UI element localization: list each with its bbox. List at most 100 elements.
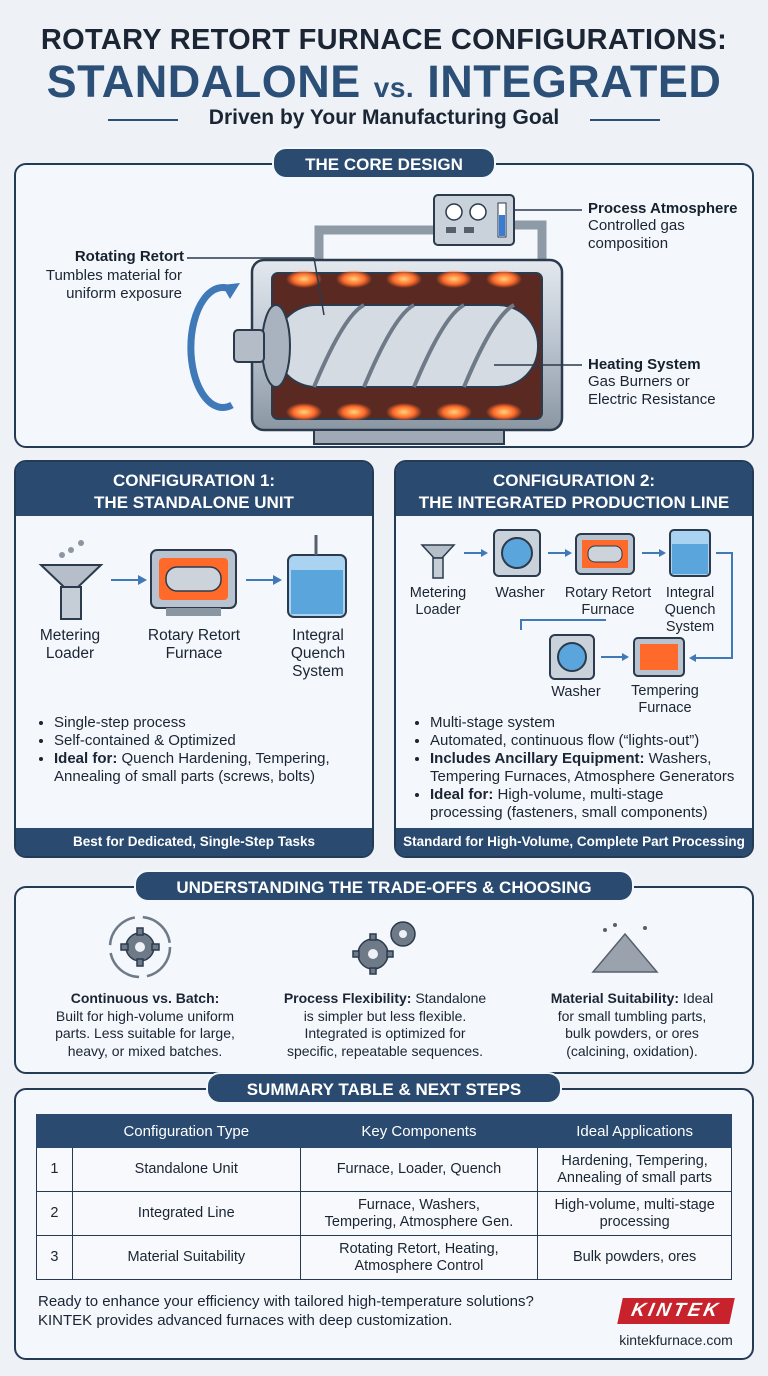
tempering-furnace-icon — [633, 637, 685, 677]
step-label: Rotary Retort — [147, 627, 241, 644]
bullet-text: Washers, — [644, 750, 712, 767]
title-standalone: STANDALONE — [46, 56, 361, 107]
step-label: Metering — [39, 627, 101, 644]
col-type: Configuration Type — [71, 1114, 301, 1148]
config2-step-washer-2: Washer — [551, 684, 601, 700]
tradeoffs-heading: UNDERSTANDING THE TRADE-OFFS & CHOOSING — [134, 870, 634, 902]
cell-line: Furnace, Loader, Quench — [336, 1161, 502, 1177]
bullet: Ideal for: Quench Hardening, Tempering,A… — [54, 750, 366, 786]
row-type: Standalone Unit — [71, 1147, 301, 1192]
loader-icon — [38, 540, 104, 620]
furnace-icon — [150, 549, 237, 616]
retort-title: Rotating Retort — [74, 248, 184, 265]
tradeoff-line: Standalone — [411, 990, 487, 1006]
subtitle: Driven by Your Manufacturing Goal — [208, 106, 560, 129]
retort-callout: Rotating Retort — [66, 248, 184, 265]
step-label: Metering — [409, 585, 467, 601]
step-label: Quench — [290, 645, 346, 662]
step-label: Integral — [665, 585, 715, 601]
bullet-text: Annealing of small parts (screws, bolts) — [54, 768, 315, 785]
bullet-text: High-volume, multi-stage — [493, 786, 664, 803]
heating-callout: Heating System Gas Burners or Electric R… — [588, 356, 748, 409]
call-to-action: Ready to enhance your efficiency with ta… — [38, 1292, 598, 1330]
cell-line: processing — [599, 1213, 670, 1230]
subtitle-rule-left — [108, 119, 178, 121]
step-label: Loader — [415, 602, 461, 618]
quench-tank-icon — [287, 535, 347, 618]
furnace-illustration — [187, 194, 582, 445]
quench-tank-icon — [669, 529, 711, 577]
cell-line: Annealing of small parts — [557, 1169, 712, 1186]
cell-line: Rotating Retort, Heating, — [339, 1240, 499, 1257]
heating-desc-line: Electric Resistance — [588, 391, 716, 408]
config1-header-line: CONFIGURATION 1: — [112, 471, 276, 490]
config1-header-line: THE STANDALONE UNIT — [94, 493, 294, 512]
step-label: Quench — [664, 602, 716, 618]
retort-desc-line: Tumbles material for — [45, 267, 182, 284]
config1-panel — [14, 460, 374, 858]
bullet-bold: Ideal for: — [430, 786, 494, 803]
config2-footer: Standard for High-Volume, Complete Part … — [396, 828, 752, 856]
cell-line: Tempering, Atmosphere Gen. — [324, 1213, 514, 1230]
cell-line: Hardening, Tempering, — [561, 1152, 708, 1169]
gears-icon — [352, 921, 416, 975]
tradeoff-line: Built for high-volume uniform — [55, 1007, 235, 1024]
row-applications: Bulk powders, ores — [537, 1235, 732, 1280]
bullet-text: Tempering Furnaces, Atmosphere Generator… — [430, 768, 735, 785]
title-vs: vs. — [373, 72, 415, 103]
bullet: Single-step process — [54, 714, 366, 732]
step-label: Loader — [45, 645, 95, 662]
config2-step-furnace: Rotary Retort Furnace — [560, 585, 656, 619]
step-label: Rotary Retort — [564, 585, 652, 601]
tradeoff-line: bulk powders, or ores — [565, 1025, 699, 1041]
config2-step-washer: Washer — [495, 585, 545, 601]
tradeoff-line: (calcining, oxidation). — [566, 1042, 698, 1059]
washer-icon — [549, 634, 595, 680]
step-label: System — [665, 619, 715, 635]
config1-header: CONFIGURATION 1: THE STANDALONE UNIT — [16, 462, 372, 516]
title-line-2: STANDALONE vs. INTEGRATED — [0, 56, 768, 108]
title-integrated: INTEGRATED — [427, 56, 722, 107]
tradeoff-line: Integrated is optimized for — [304, 1025, 466, 1041]
step-label: Furnace — [165, 645, 223, 662]
config2-bullets: Multi-stage system Automated, continuous… — [412, 714, 752, 822]
col-num — [36, 1114, 73, 1148]
config1-step-quench: Integral Quench System — [270, 627, 366, 681]
retort-desc-line: uniform exposure — [66, 285, 182, 302]
row-type: Material Suitability — [71, 1235, 301, 1280]
config1-bullets: Single-step process Self-contained & Opt… — [36, 714, 366, 786]
config2-header: CONFIGURATION 2: THE INTEGRATED PRODUCTI… — [396, 462, 752, 516]
cell-line: Atmosphere Control — [354, 1257, 484, 1274]
website-link[interactable]: kintekfurnace.com — [619, 1332, 733, 1348]
config1-step-furnace: Rotary Retort Furnace — [130, 627, 258, 663]
row-components: Furnace, Washers,Tempering, Atmosphere G… — [299, 1191, 539, 1236]
tradeoff-title: Material Suitability: — [550, 990, 680, 1006]
gear-cycle-icon — [108, 915, 172, 979]
bullet-bold: Includes Ancillary Equipment: — [430, 750, 645, 767]
furnace-icon — [575, 533, 635, 575]
bullet: Includes Ancillary Equipment: Washers,Te… — [430, 750, 752, 786]
table-header-row: Configuration Type Key Components Ideal … — [36, 1114, 732, 1148]
config1-flow-diagram — [38, 535, 347, 620]
summary-heading: SUMMARY TABLE & NEXT STEPS — [206, 1072, 562, 1104]
loader-icon — [420, 544, 456, 579]
config2-step-tempering: Tempering Furnace — [620, 683, 710, 717]
tradeoff-title: Continuous vs. Batch: — [70, 990, 220, 1006]
bullet-bold: Ideal for: — [54, 750, 118, 767]
table-row: 3 Material Suitability Rotating Retort, … — [36, 1235, 732, 1280]
config2-header-line: THE INTEGRATED PRODUCTION LINE — [418, 493, 730, 512]
tradeoff-line: for small tumbling parts, — [557, 1007, 707, 1024]
step-label: Furnace — [581, 602, 635, 618]
cell-line: Furnace, Washers, — [357, 1196, 480, 1213]
atmosphere-desc-line: composition — [588, 235, 669, 252]
atmosphere-title: Process Atmosphere — [588, 200, 738, 217]
bullet: Ideal for: High-volume, multi-stageproce… — [430, 786, 752, 822]
tradeoff-flexibility: Process Flexibility: Standalone is simpl… — [270, 990, 500, 1060]
config2-flow-diagram — [420, 529, 733, 680]
atmosphere-callout: Process Atmosphere Controlled gas compos… — [588, 200, 748, 253]
bullet-text: processing (fasteners, small components) — [430, 804, 708, 821]
atmosphere-desc-line: Controlled gas — [588, 217, 685, 234]
step-label: System — [292, 663, 344, 680]
config1-footer: Best for Dedicated, Single-Step Tasks — [16, 828, 372, 856]
